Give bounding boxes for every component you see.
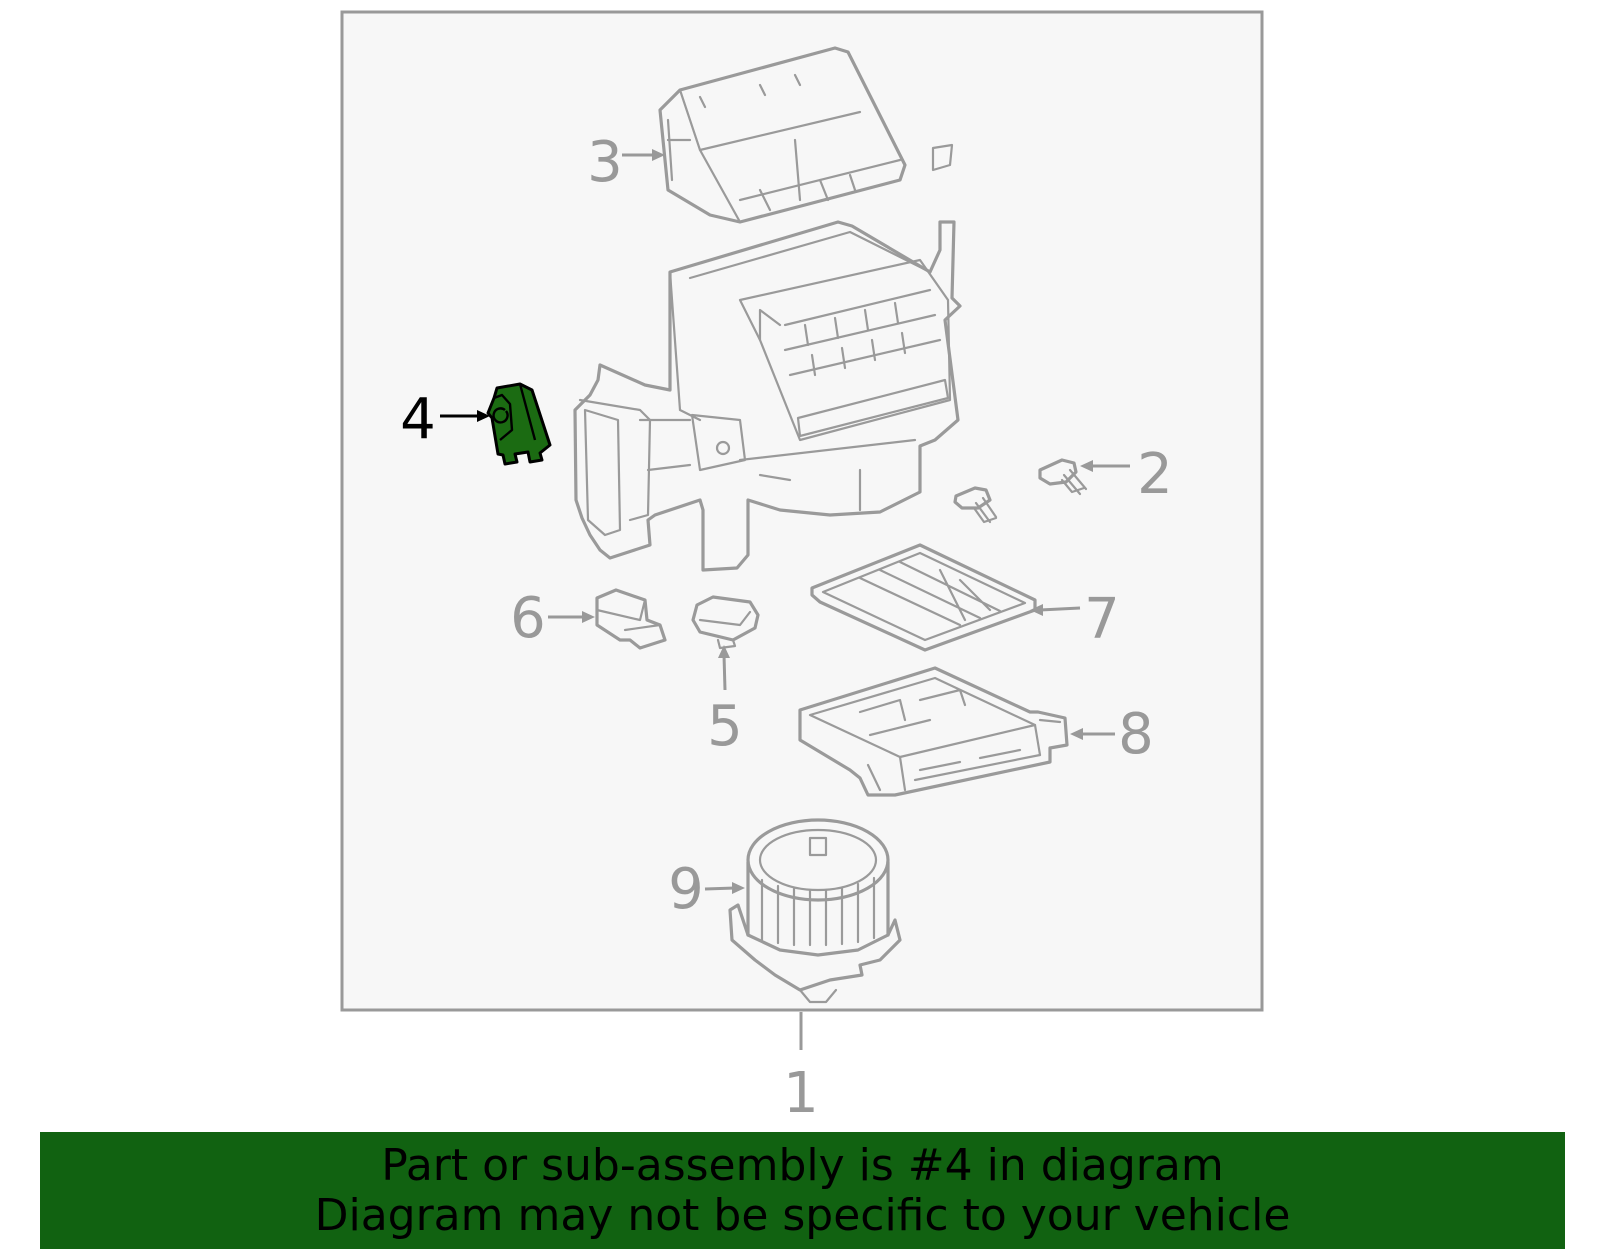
- leader-arrow-2: [1080, 460, 1093, 472]
- leader-arrow-3: [652, 149, 665, 161]
- part-9-blower-motor: [728, 818, 902, 1004]
- leader-arrow-7: [1030, 604, 1043, 616]
- part-4-highlighted-resistor: [486, 382, 552, 466]
- callout-5: 5: [707, 694, 743, 759]
- callout-4: 4: [400, 387, 436, 452]
- leader-arrow-6: [582, 611, 595, 623]
- callout-9: 9: [668, 857, 704, 922]
- leader-arrow-4: [477, 410, 490, 422]
- part-5-sensor: [691, 595, 760, 650]
- part-8-evaporator: [798, 666, 1069, 797]
- banner-line-disclaimer: Diagram may not be specific to your vehi…: [314, 1189, 1291, 1241]
- leader-arrow-5: [718, 645, 730, 658]
- leader-arrow-8: [1070, 728, 1083, 740]
- callout-3: 3: [587, 130, 623, 195]
- leader-line-9: [704, 886, 736, 891]
- callout-2: 2: [1137, 442, 1173, 507]
- part-7-cabin-filter: [810, 543, 1037, 652]
- callout-7: 7: [1084, 587, 1120, 652]
- info-banner: Part or sub-assembly is #4 in diagram Di…: [40, 1132, 1565, 1249]
- leader-arrow-9: [732, 882, 745, 894]
- callout-6: 6: [510, 586, 546, 651]
- leader-line-5: [722, 654, 727, 691]
- part-3-upper-case: [658, 46, 954, 224]
- main-blower-housing: [573, 220, 962, 572]
- callout-8: 8: [1118, 702, 1154, 767]
- part-6-connector: [595, 588, 667, 650]
- leader-line-7: [1039, 606, 1081, 612]
- banner-line-part: Part or sub-assembly is #4 in diagram: [381, 1139, 1224, 1191]
- part-2-screws: [953, 458, 1088, 524]
- parts-diagram: 1 2 3 4 5 6 7 8 9: [340, 10, 1264, 1126]
- callout-1: 1: [783, 1061, 819, 1126]
